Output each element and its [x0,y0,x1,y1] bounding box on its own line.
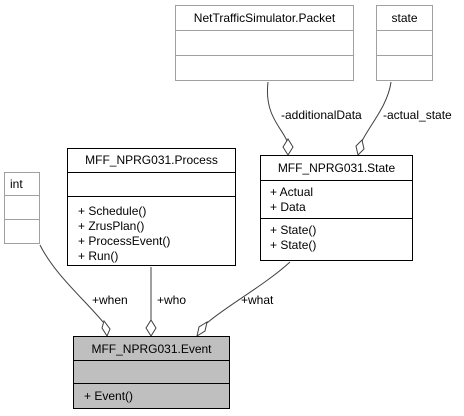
class-process: MFF_NPRG031.Process + Schedule() + ZrusP… [67,148,236,266]
state-attr-actual: + Actual [270,185,313,199]
aggregation-diamond-when [101,319,111,338]
aggregation-diamond-who [145,319,157,337]
state-attr-data: + Data [270,200,306,214]
edge-additional-data: -additionalData [266,81,362,156]
state-op-state-2: + State() [270,238,316,252]
label-what: +what [241,293,274,307]
class-event-name: MFF_NPRG031.Event [91,342,212,356]
edge-actual-state: -actual_state [355,81,452,156]
class-state-type: state [376,5,433,81]
edge-what: +what [196,261,291,338]
class-state: MFF_NPRG031.State + Actual + Data + Stat… [260,155,413,261]
process-op-zrusplan: + ZrusPlan() [78,219,144,233]
class-packet: NetTrafficSimulator.Packet [175,5,354,81]
edge-who: +who [145,267,186,337]
process-op-processevent: + ProcessEvent() [78,234,170,248]
aggregation-diamond-actual-state [355,139,365,156]
state-op-state-1: + State() [270,223,316,237]
process-op-schedule: + Schedule() [78,204,146,218]
class-int-name: int [10,177,23,191]
process-op-run: + Run() [78,249,118,263]
class-state-type-name: state [391,11,417,25]
label-who: +who [157,293,186,307]
label-actual-state: -actual_state [383,108,452,122]
label-when: +when [92,293,128,307]
class-packet-name: NetTrafficSimulator.Packet [194,11,336,25]
event-op-event: + Event() [84,389,133,403]
label-additional-data: -additionalData [281,108,362,122]
class-process-name: MFF_NPRG031.Process [85,153,218,167]
edge-when: +when [39,244,128,338]
class-event: MFF_NPRG031.Event + Event() [73,336,230,409]
class-state-name: MFF_NPRG031.State [278,161,396,175]
aggregation-diamond-additional-data [282,138,294,156]
class-int: int [4,172,40,244]
aggregation-diamond-what [196,320,208,338]
